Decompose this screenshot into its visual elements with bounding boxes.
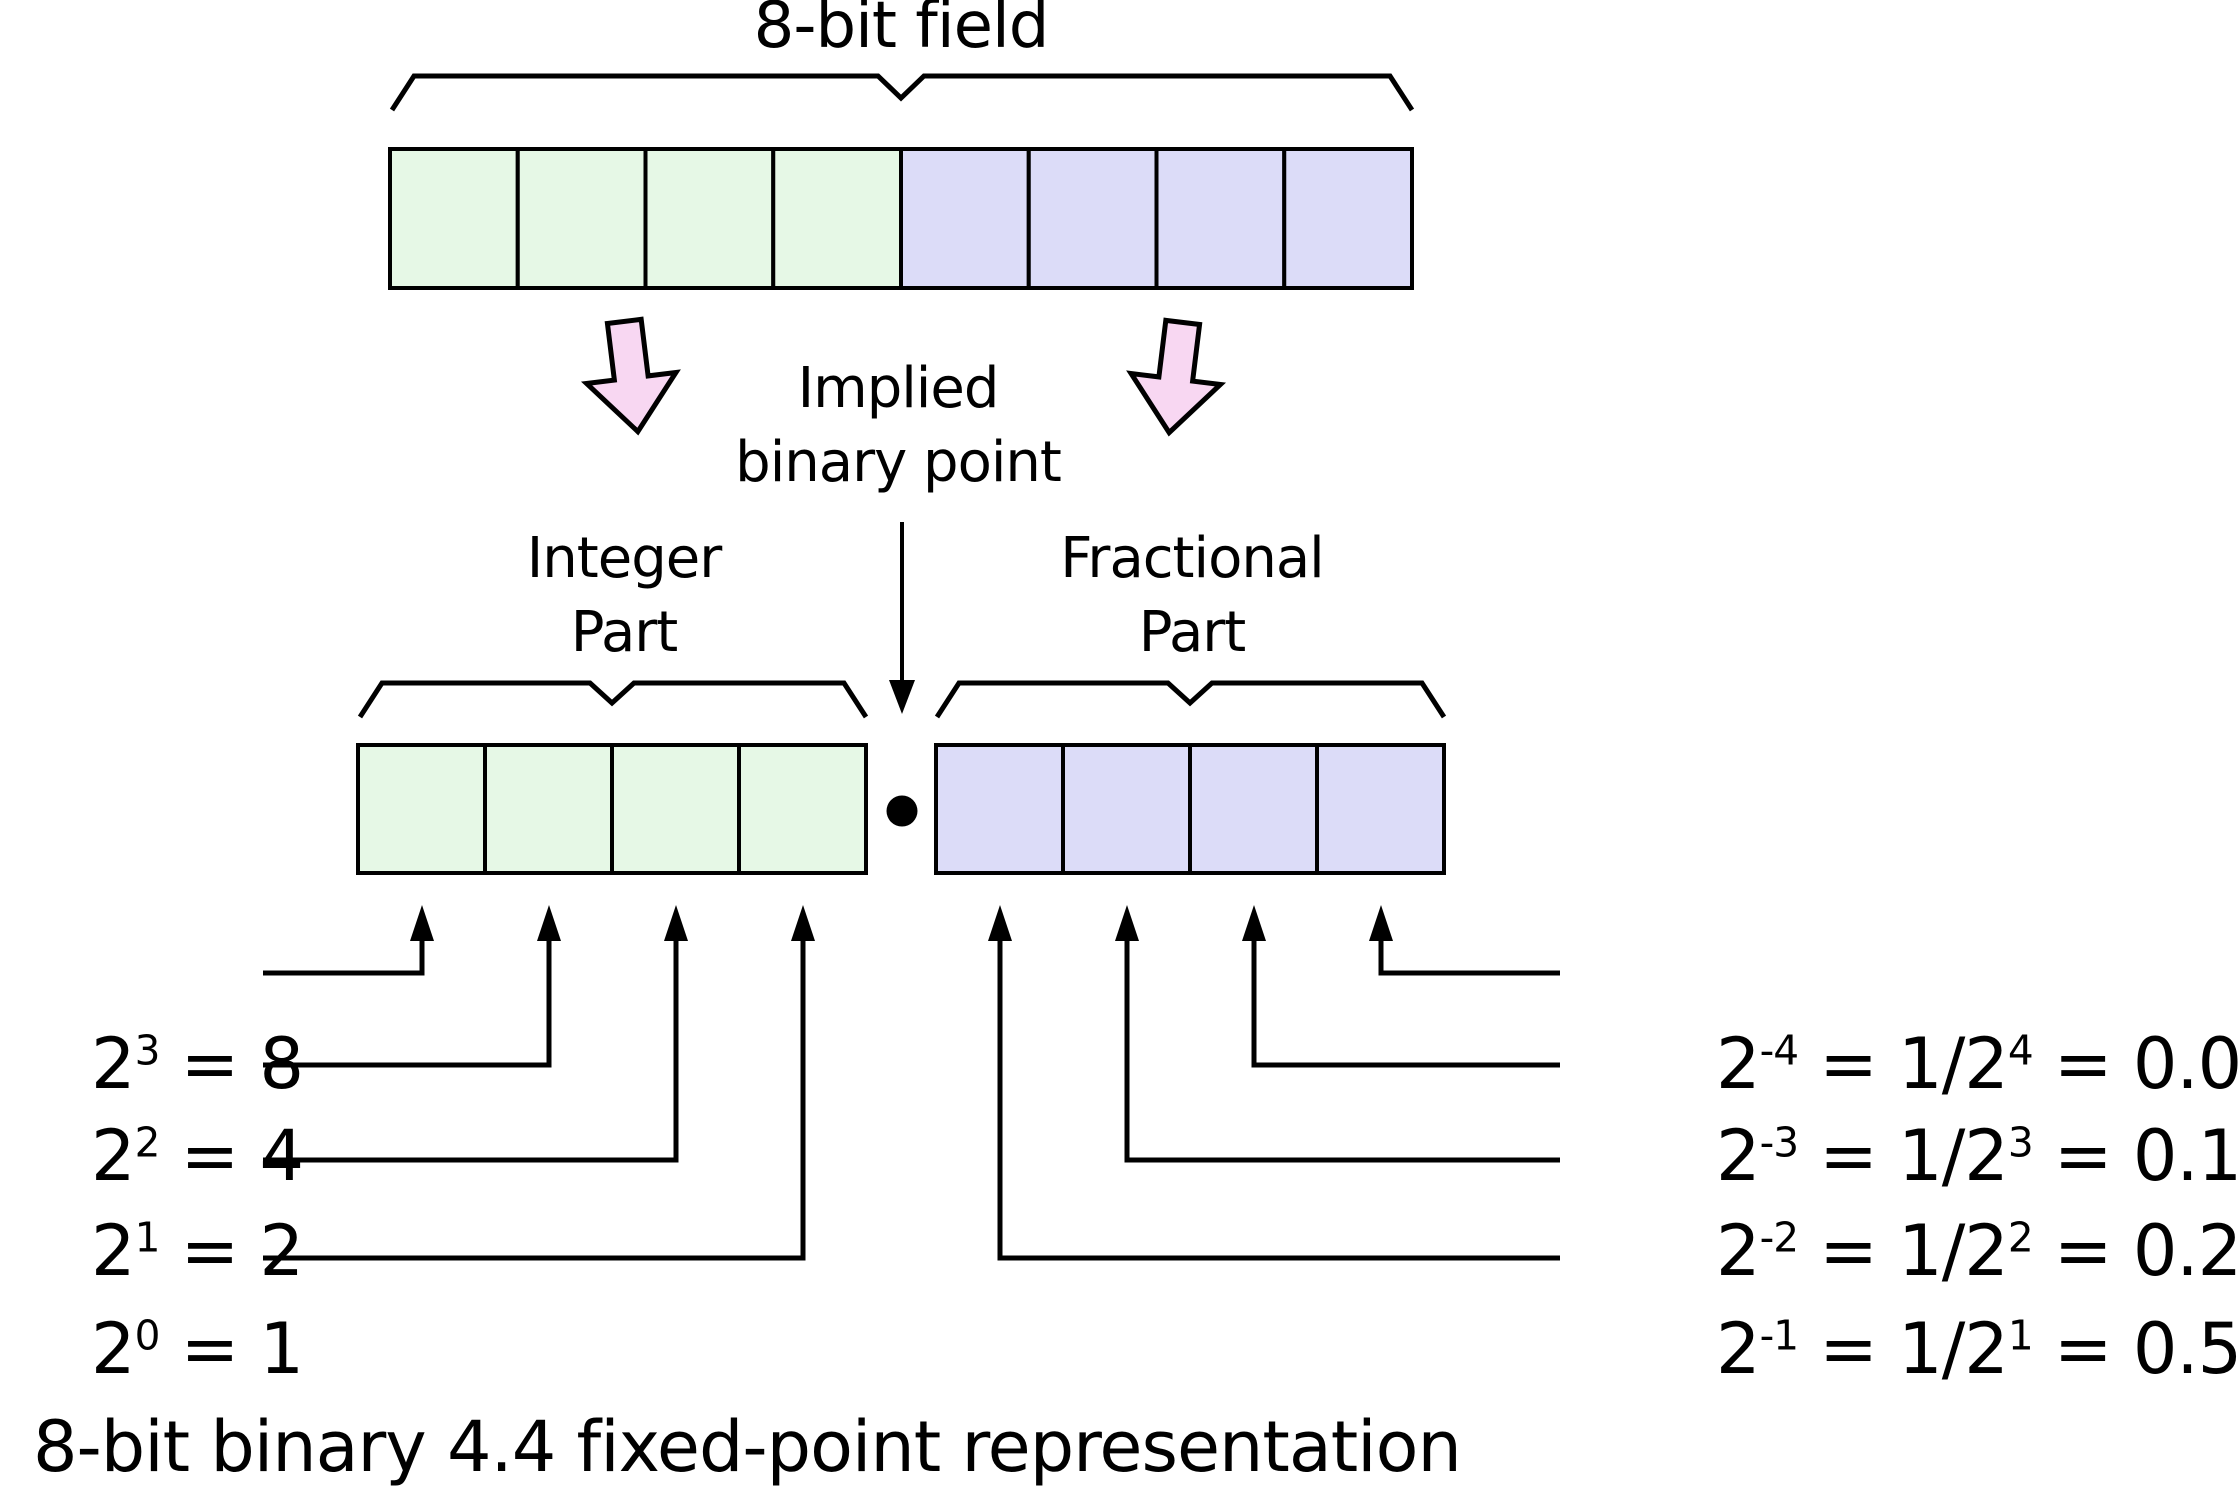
integer-bit-cell-4: [737, 743, 868, 875]
top-bit-row: [388, 147, 1414, 290]
top-bit-cell-8: [1282, 147, 1414, 290]
connector-2pow1: [263, 905, 688, 1163]
top-bit-cell-2: [515, 147, 648, 290]
fractional-part-line1: Fractional: [1060, 526, 1324, 591]
weight-label-2pow1: 21 = 2: [91, 1210, 304, 1292]
fractional-bit-cell-1: [934, 743, 1065, 875]
weight-label-2pow3: 23 = 8: [91, 1023, 304, 1105]
weight-label-2pow-2: 2-2 = 1/22 = 0.25: [1716, 1210, 2239, 1292]
integer-part-label: Integer Part: [526, 522, 722, 670]
weight-label-2pow-3: 2-3 = 1/23 = 0.125: [1716, 1115, 2239, 1197]
top-bit-cell-1: [388, 147, 520, 290]
weight-label-2pow0: 20 = 1: [91, 1308, 304, 1390]
integer-part-line2: Part: [570, 600, 679, 665]
integer-bit-cell-3: [610, 743, 741, 875]
field-size-label: 8-bit field: [753, 0, 1050, 63]
top-bit-cell-5: [899, 147, 1031, 290]
fractional-part-brace: [934, 680, 1447, 719]
fractional-bit-cell-4: [1315, 743, 1446, 875]
integer-part-line1: Integer: [526, 526, 722, 591]
top-bit-cell-7: [1154, 147, 1287, 290]
implied-binary-point-line1: Implied: [797, 356, 1000, 421]
implied-binary-point-line2: binary point: [735, 430, 1062, 495]
weight-label-2pow2: 22 = 4: [91, 1115, 304, 1197]
split-arrow-right-icon: [1126, 317, 1227, 437]
connector-2pow3: [263, 905, 434, 976]
fractional-part-line2: Part: [1138, 600, 1247, 665]
implied-point-arrow: [889, 522, 915, 714]
connector-2pow0: [263, 905, 815, 1261]
integer-bit-row: [356, 743, 868, 875]
top-field-brace: [389, 73, 1415, 112]
fractional-part-label: Fractional Part: [1060, 522, 1324, 670]
connector-2pow-3: [1242, 905, 1560, 1068]
top-bit-cell-3: [643, 147, 776, 290]
top-bit-cell-4: [771, 147, 903, 290]
fractional-bit-cell-2: [1061, 743, 1192, 875]
connector-2pow-4: [1369, 905, 1560, 976]
diagram-title: 8-bit binary 4.4 fixed-point representat…: [33, 1406, 1462, 1488]
implied-binary-point-label: Implied binary point: [735, 352, 1062, 500]
connector-2pow-2: [1115, 905, 1560, 1163]
binary-point-dot: [886, 795, 918, 827]
connector-2pow-1: [988, 905, 1560, 1261]
integer-bit-cell-1: [356, 743, 487, 875]
connector-2pow2: [263, 905, 561, 1068]
fractional-bit-cell-3: [1188, 743, 1319, 875]
weight-label-2pow-4: 2-4 = 1/24 = 0.0625: [1716, 1023, 2239, 1105]
split-arrow-left-icon: [580, 316, 681, 436]
integer-bit-cell-2: [483, 743, 614, 875]
weight-label-2pow-1: 2-1 = 1/21 = 0.5: [1716, 1308, 2239, 1390]
integer-part-brace: [357, 680, 869, 719]
fractional-bit-row: [934, 743, 1446, 875]
top-bit-cell-6: [1026, 147, 1159, 290]
